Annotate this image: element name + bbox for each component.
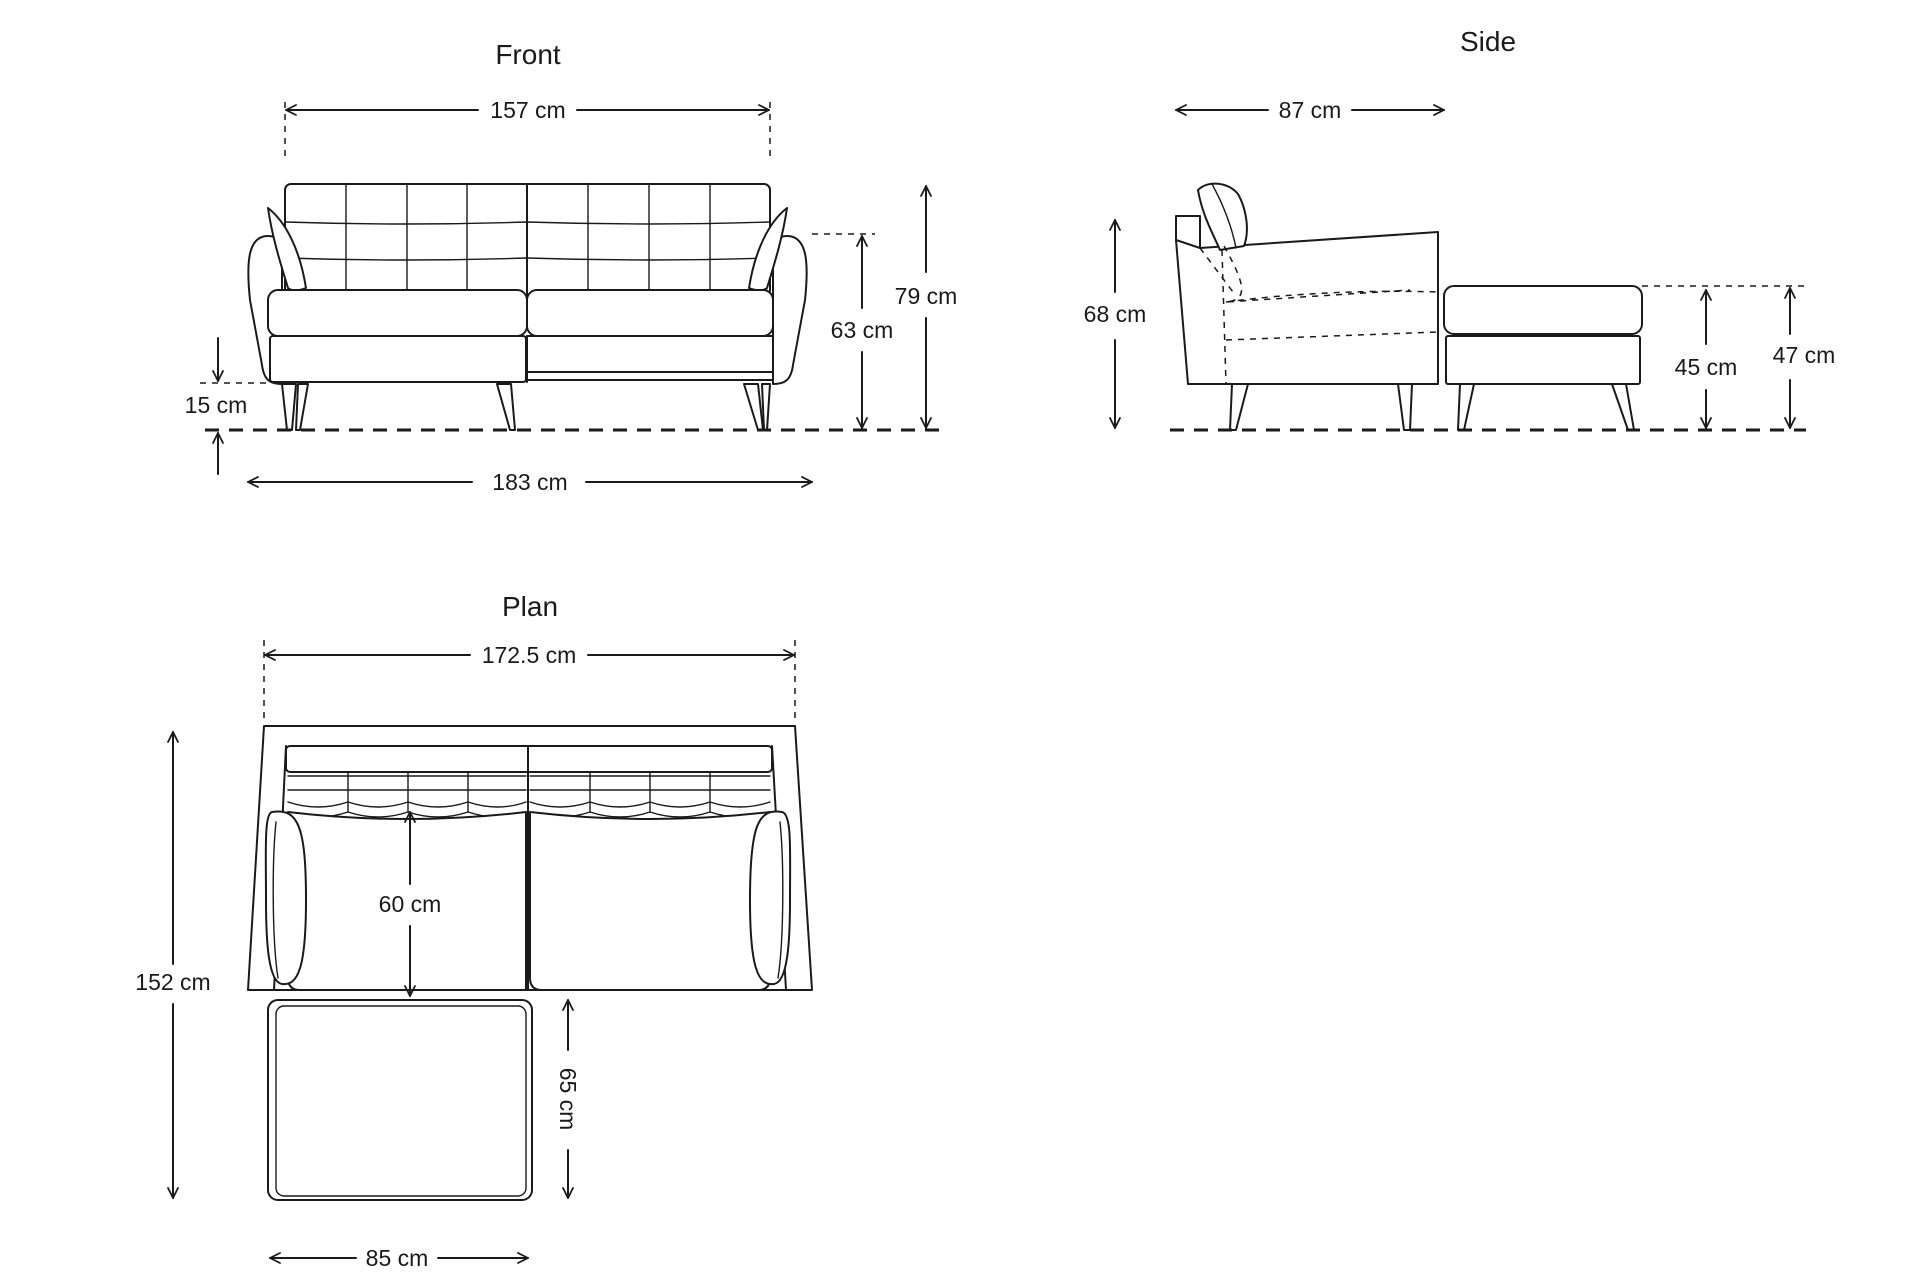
plan-footstool-depth-label: 65 cm <box>555 1068 581 1131</box>
side-sofa-illustration <box>1175 182 1643 431</box>
front-width-top-label: 157 cm <box>490 97 565 123</box>
plan-total-depth-label: 152 cm <box>135 969 210 995</box>
plan-width-label: 172.5 cm <box>482 642 577 668</box>
front-arm-height-dimension: 63 cm <box>812 233 894 429</box>
plan-width-dimension: 172.5 cm <box>263 640 796 720</box>
plan-footstool-depth-dimension: 65 cm <box>555 999 581 1199</box>
side-view: Side 87 cm <box>1084 26 1836 432</box>
plan-view: Plan 172.5 cm <box>135 591 813 1271</box>
front-width-total-dimension: 183 cm <box>247 469 813 495</box>
side-depth-label: 87 cm <box>1279 97 1342 123</box>
front-arm-height-label: 63 cm <box>831 317 894 343</box>
front-width-top-dimension: 157 cm <box>284 97 771 162</box>
side-footstool-height-label: 47 cm <box>1773 342 1836 368</box>
plan-seat-depth-dimension: 60 cm <box>379 811 442 997</box>
front-total-height-dimension: 79 cm <box>895 185 958 429</box>
plan-total-depth-dimension: 152 cm <box>135 731 211 1199</box>
plan-footstool-width-dimension: 85 cm <box>269 1245 529 1271</box>
side-footstool-height-dimension: 47 cm <box>1773 287 1836 429</box>
plan-footstool-width-label: 85 cm <box>366 1245 429 1271</box>
side-seat-height-label: 45 cm <box>1675 354 1738 380</box>
side-title: Side <box>1460 26 1516 57</box>
front-title: Front <box>495 39 561 70</box>
plan-title: Plan <box>502 591 558 622</box>
side-seat-height-dimension: 45 cm <box>1642 285 1806 429</box>
front-view: Front 157 cm <box>185 39 958 495</box>
front-leg-height-dimension: 15 cm <box>185 337 268 475</box>
side-depth-dimension: 87 cm <box>1175 97 1445 123</box>
side-back-height-dimension: 68 cm <box>1084 219 1147 429</box>
front-sofa-illustration <box>247 183 808 431</box>
plan-seat-depth-label: 60 cm <box>379 891 442 917</box>
front-leg-height-label: 15 cm <box>185 392 248 418</box>
side-back-height-label: 68 cm <box>1084 301 1147 327</box>
front-total-height-label: 79 cm <box>895 283 958 309</box>
front-width-total-label: 183 cm <box>492 469 567 495</box>
plan-sofa-illustration <box>247 725 813 1201</box>
